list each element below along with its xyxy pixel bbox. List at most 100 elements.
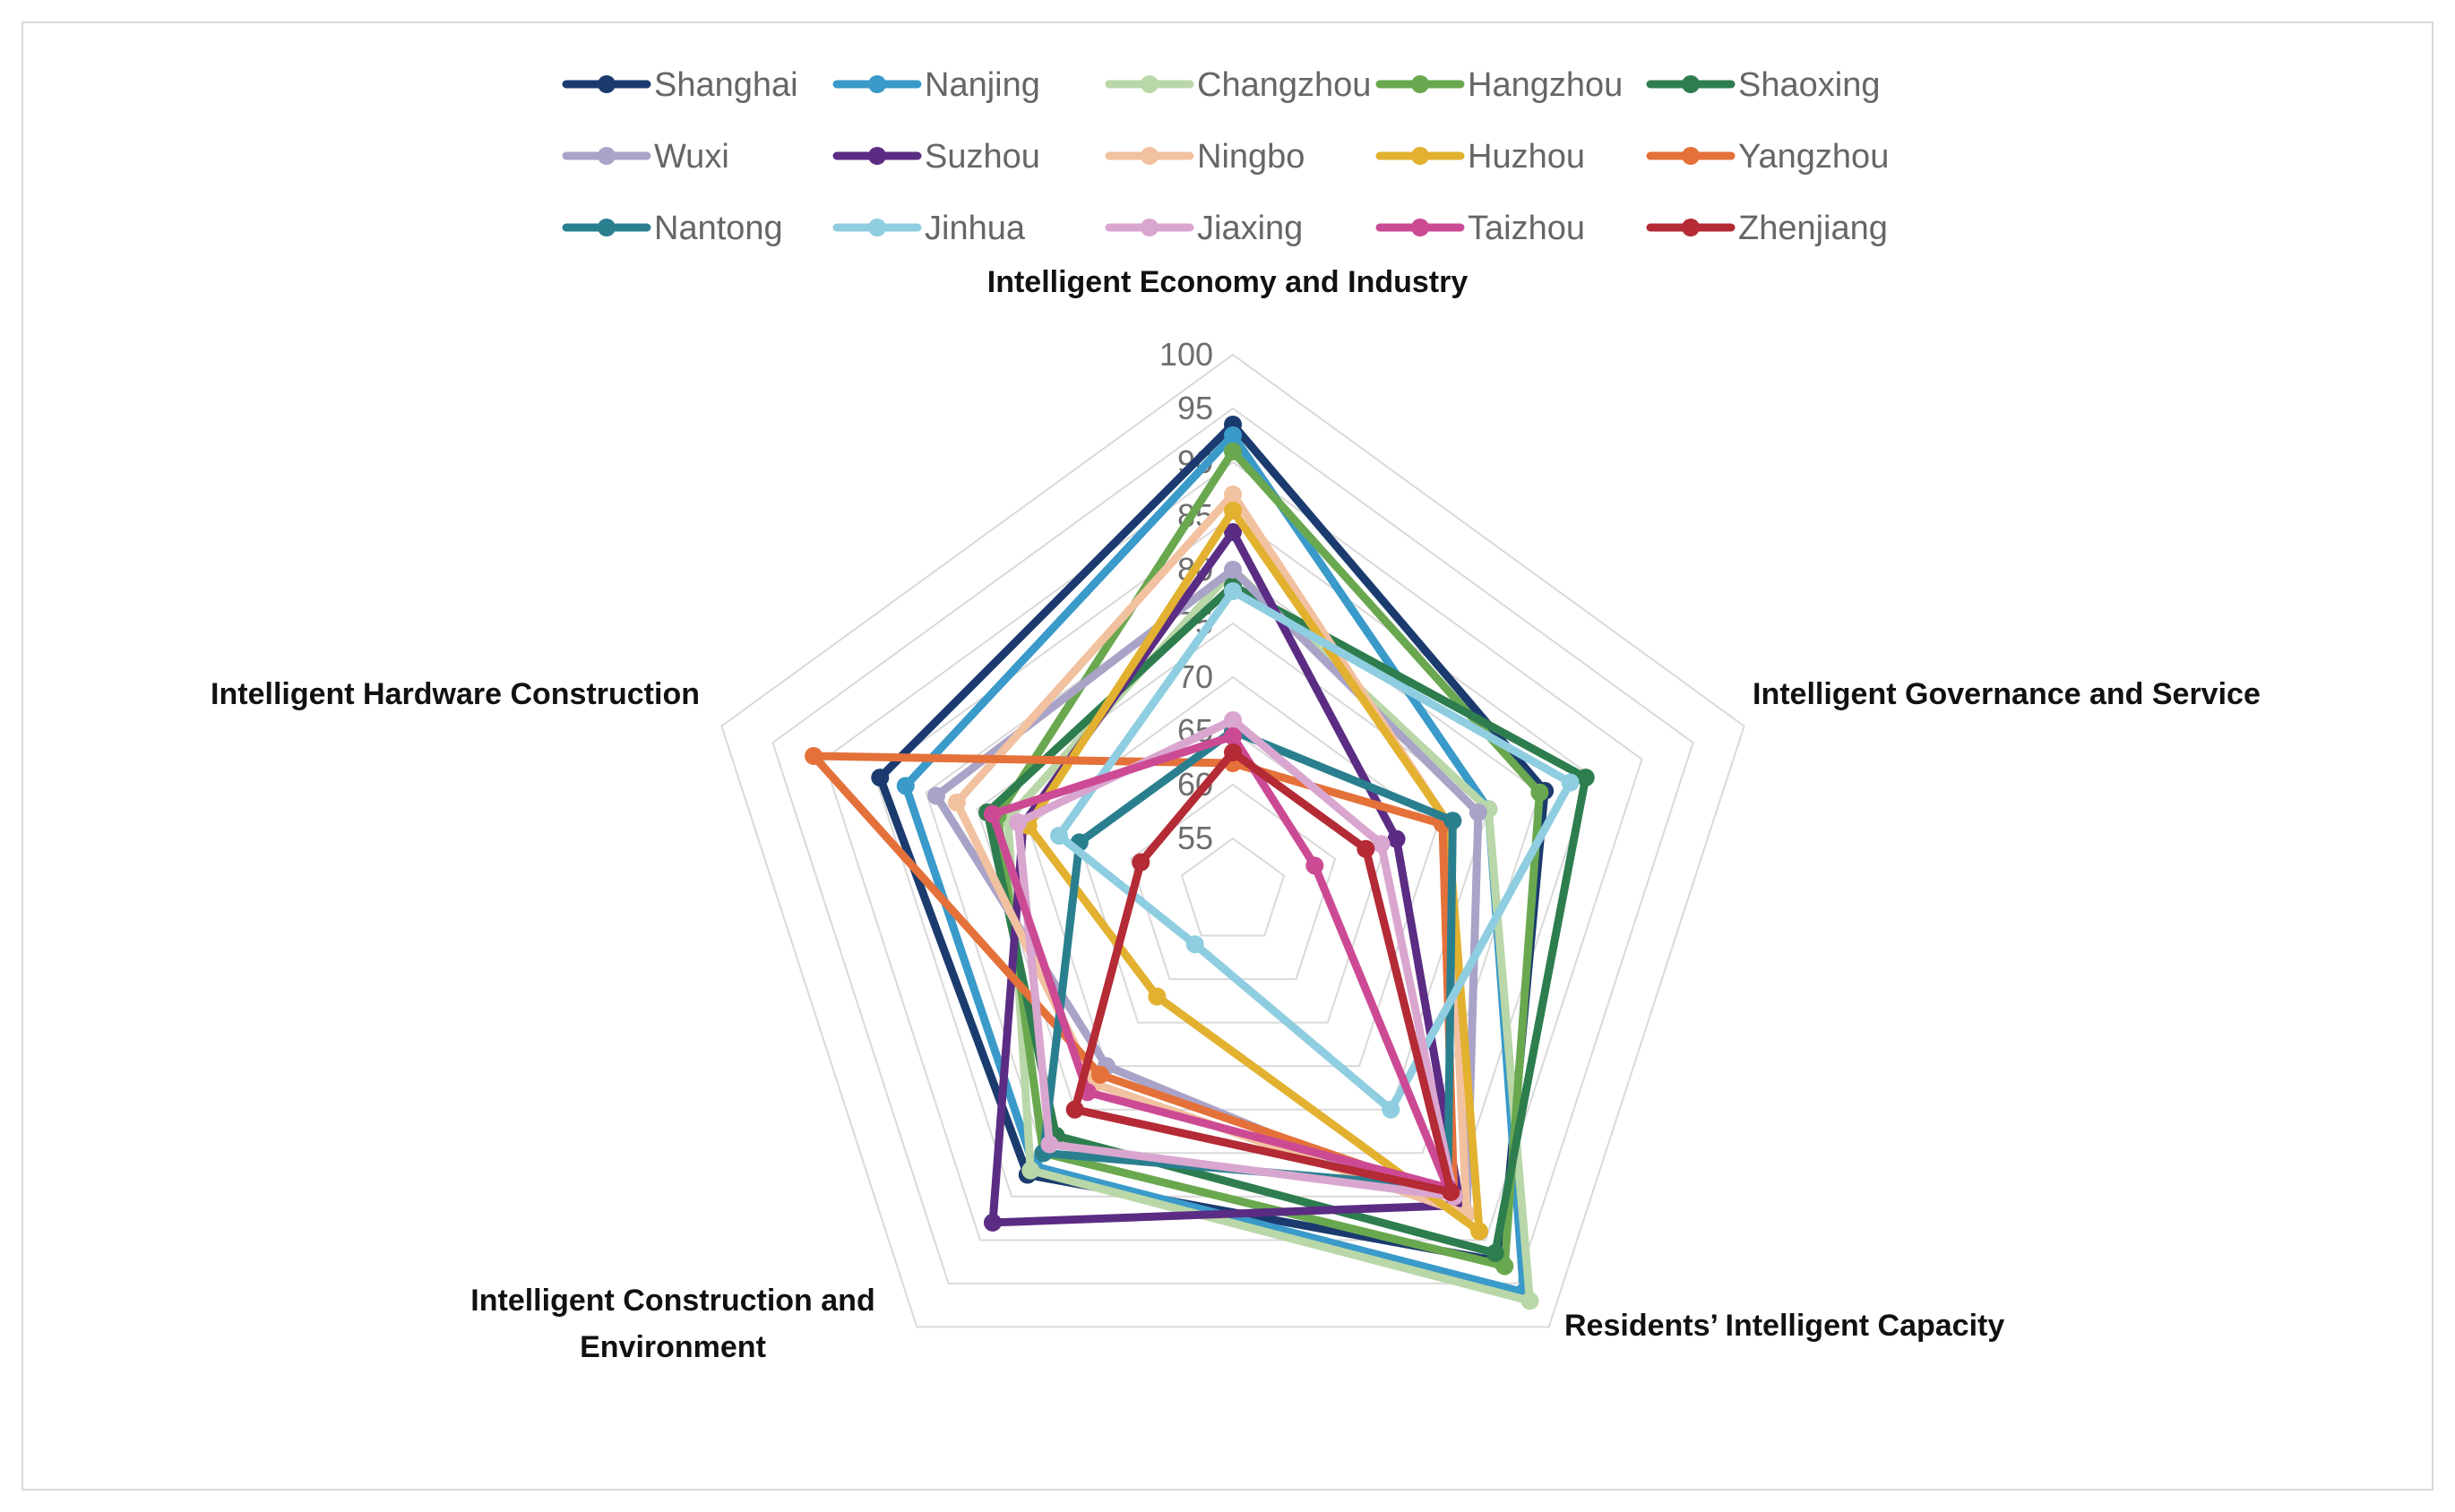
data-point [927, 786, 946, 805]
legend-marker [1682, 75, 1700, 93]
data-point [947, 793, 966, 812]
legend-label: Changzhou [1197, 66, 1371, 104]
axis-label: Residents’ Intelligent Capacity [1564, 1309, 2004, 1343]
legend-marker [868, 219, 886, 236]
legend-marker [1682, 219, 1700, 236]
data-point [1495, 1257, 1514, 1276]
data-point [1185, 935, 1204, 954]
legend-item: Hangzhou [1375, 66, 1623, 104]
data-point [1049, 826, 1068, 845]
legend-marker [868, 147, 886, 165]
legend-label: Taizhou [1468, 210, 1585, 247]
legend-marker [1141, 219, 1159, 236]
legend-marker [1411, 75, 1429, 93]
series-line [988, 732, 1452, 1192]
data-point [1224, 711, 1242, 729]
legend: Shanghai Nanjing Changzhou Hangzhou Shaoxing… [562, 66, 1889, 247]
legend-item: Nantong [562, 210, 783, 247]
data-point [1224, 502, 1242, 520]
legend-label: Nanjing [925, 66, 1040, 104]
legend-item: Jiaxing [1105, 210, 1303, 247]
data-point [1009, 813, 1028, 832]
data-point [896, 777, 915, 795]
legend-label: Shanghai [654, 66, 798, 104]
data-point [1530, 783, 1549, 802]
grid-ring [771, 407, 1694, 1284]
legend-item: Huzhou [1375, 138, 1585, 176]
data-point [1576, 769, 1595, 787]
grid-ring [720, 353, 1745, 1328]
legend-item: Taizhou [1375, 210, 1585, 247]
data-point [1442, 1182, 1460, 1201]
axis-label: Intelligent Hardware Construction [211, 677, 700, 711]
legend-marker [1141, 147, 1159, 165]
data-point [983, 804, 1002, 823]
legend-marker [598, 219, 616, 236]
series-line [983, 581, 1590, 1258]
grid-ring [1129, 783, 1337, 981]
data-point [1486, 1243, 1504, 1262]
series-line [1004, 565, 1535, 1305]
legend-item: Ningbo [1105, 138, 1305, 176]
legend-marker [1141, 75, 1159, 93]
radar-chart: Shanghai Nanjing Changzhou Hangzhou Shaoxing… [211, 66, 2261, 1364]
data-point [1224, 561, 1242, 579]
tick-label: 95 [1177, 390, 1213, 426]
legend-item: Wuxi [562, 138, 729, 176]
data-point [1387, 829, 1406, 848]
data-point [1224, 743, 1242, 761]
series-jinhua [1049, 582, 1580, 1119]
legend-marker [598, 75, 616, 93]
data-point [1443, 812, 1462, 830]
legend-item: Jinhua [832, 210, 1026, 247]
data-point [1224, 727, 1242, 745]
data-point [871, 769, 890, 787]
legend-item: Shanghai [562, 66, 798, 104]
series-line [901, 431, 1528, 1297]
series-line [1071, 748, 1455, 1197]
legend-item: Suzhou [832, 138, 1040, 176]
grid-ring [1180, 837, 1286, 937]
legend-label: Yangzhou [1738, 138, 1889, 176]
legend-marker [1682, 147, 1700, 165]
legend-item: Zhenjiang [1646, 210, 1888, 247]
data-point [1224, 426, 1242, 444]
data-point [805, 746, 823, 765]
data-point [1090, 1065, 1109, 1084]
legend-label: Jinhua [925, 210, 1026, 247]
data-point [1224, 442, 1242, 460]
data-point [1305, 856, 1324, 875]
legend-label: Shaoxing [1738, 66, 1880, 104]
legend-marker [1411, 147, 1429, 165]
data-point [983, 1213, 1002, 1232]
legend-label: Suzhou [925, 138, 1040, 176]
data-point [1148, 987, 1167, 1006]
data-point [1382, 1100, 1400, 1119]
data-point [1469, 803, 1487, 822]
legend-item: Nanjing [832, 66, 1040, 104]
legend-marker [598, 147, 616, 165]
data-point [1520, 1292, 1539, 1310]
legend-item: Shaoxing [1646, 66, 1880, 104]
legend-label: Zhenjiang [1738, 210, 1888, 247]
legend-label: Hangzhou [1468, 66, 1623, 104]
series-line [1024, 506, 1484, 1236]
legend-item: Yangzhou [1646, 138, 1889, 176]
series-layer [805, 416, 1595, 1310]
axis-label: Intelligent Governance and Service [1753, 677, 2261, 711]
data-point [1224, 582, 1242, 600]
series-line [809, 752, 1459, 1201]
legend-label: Wuxi [654, 138, 729, 176]
data-point [1065, 1100, 1084, 1119]
axis-labels: Intelligent Economy and IndustryIntellig… [211, 265, 2261, 1364]
series-line [1013, 716, 1459, 1201]
legend-label: Nantong [654, 210, 783, 247]
series-line [1055, 587, 1575, 1114]
tick-label: 55 [1177, 820, 1213, 856]
legend-marker [868, 75, 886, 93]
legend-label: Ningbo [1197, 138, 1305, 176]
data-point [1040, 1135, 1059, 1154]
data-point [1224, 523, 1242, 541]
data-point [1224, 485, 1242, 503]
